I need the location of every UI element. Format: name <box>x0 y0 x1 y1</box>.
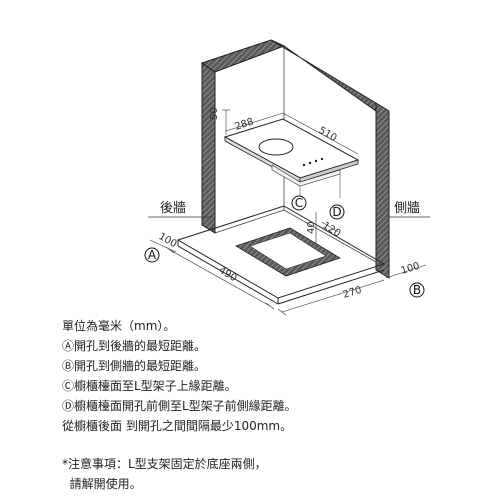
note-b: Ⓑ開孔到側牆的最短距離。 <box>62 359 207 373</box>
installation-diagram: 50 288 510 40 120 490 100 270 100 後牆 側牆 … <box>144 39 430 316</box>
control-dots <box>302 157 324 167</box>
side-wall <box>375 102 390 279</box>
side-wall-label: 側牆 <box>394 201 420 216</box>
dim-100-back: 100 <box>157 231 179 250</box>
back-wall <box>201 62 216 234</box>
dim-40: 40 <box>306 221 317 234</box>
note-caution-continued: 請解開使用。 <box>62 477 142 491</box>
svg-text:D: D <box>332 205 341 219</box>
note-c: Ⓒ櫥櫃檯面至L型架子上緣距離。 <box>62 379 237 393</box>
countertop <box>176 205 386 299</box>
note-d: Ⓓ櫥櫃檯面開孔前側至L型架子前側緣距離。 <box>62 399 297 413</box>
marker-b: B <box>409 282 425 298</box>
notes-block: 單位為毫米（mm）。 Ⓐ開孔到後牆的最短距離。 Ⓑ開孔到側牆的最短距離。 Ⓒ櫥櫃… <box>62 316 482 494</box>
note-unit: 單位為毫米（mm）。 <box>62 319 176 333</box>
back-wall-label: 後牆 <box>160 201 186 216</box>
svg-text:C: C <box>295 196 303 210</box>
side-wall-top <box>270 39 377 112</box>
note-clearance: 從櫥櫃後面 到開孔之間間隔最少100mm。 <box>62 419 293 433</box>
marker-a: A <box>144 247 160 263</box>
top-wall-edge <box>200 39 286 73</box>
dim-270: 270 <box>342 285 363 301</box>
marker-d: D <box>329 204 345 220</box>
burner <box>258 138 294 156</box>
svg-text:A: A <box>148 248 157 262</box>
svg-text:B: B <box>413 283 421 297</box>
note-caution: *注意事項：L型支架固定於底座兩側， <box>62 457 267 471</box>
dim-490: 490 <box>217 265 239 284</box>
note-a: Ⓐ開孔到後牆的最短距離。 <box>62 339 207 353</box>
marker-c: C <box>291 195 307 211</box>
dim-100-side: 100 <box>400 261 421 277</box>
dim-50: 50 <box>209 107 220 120</box>
